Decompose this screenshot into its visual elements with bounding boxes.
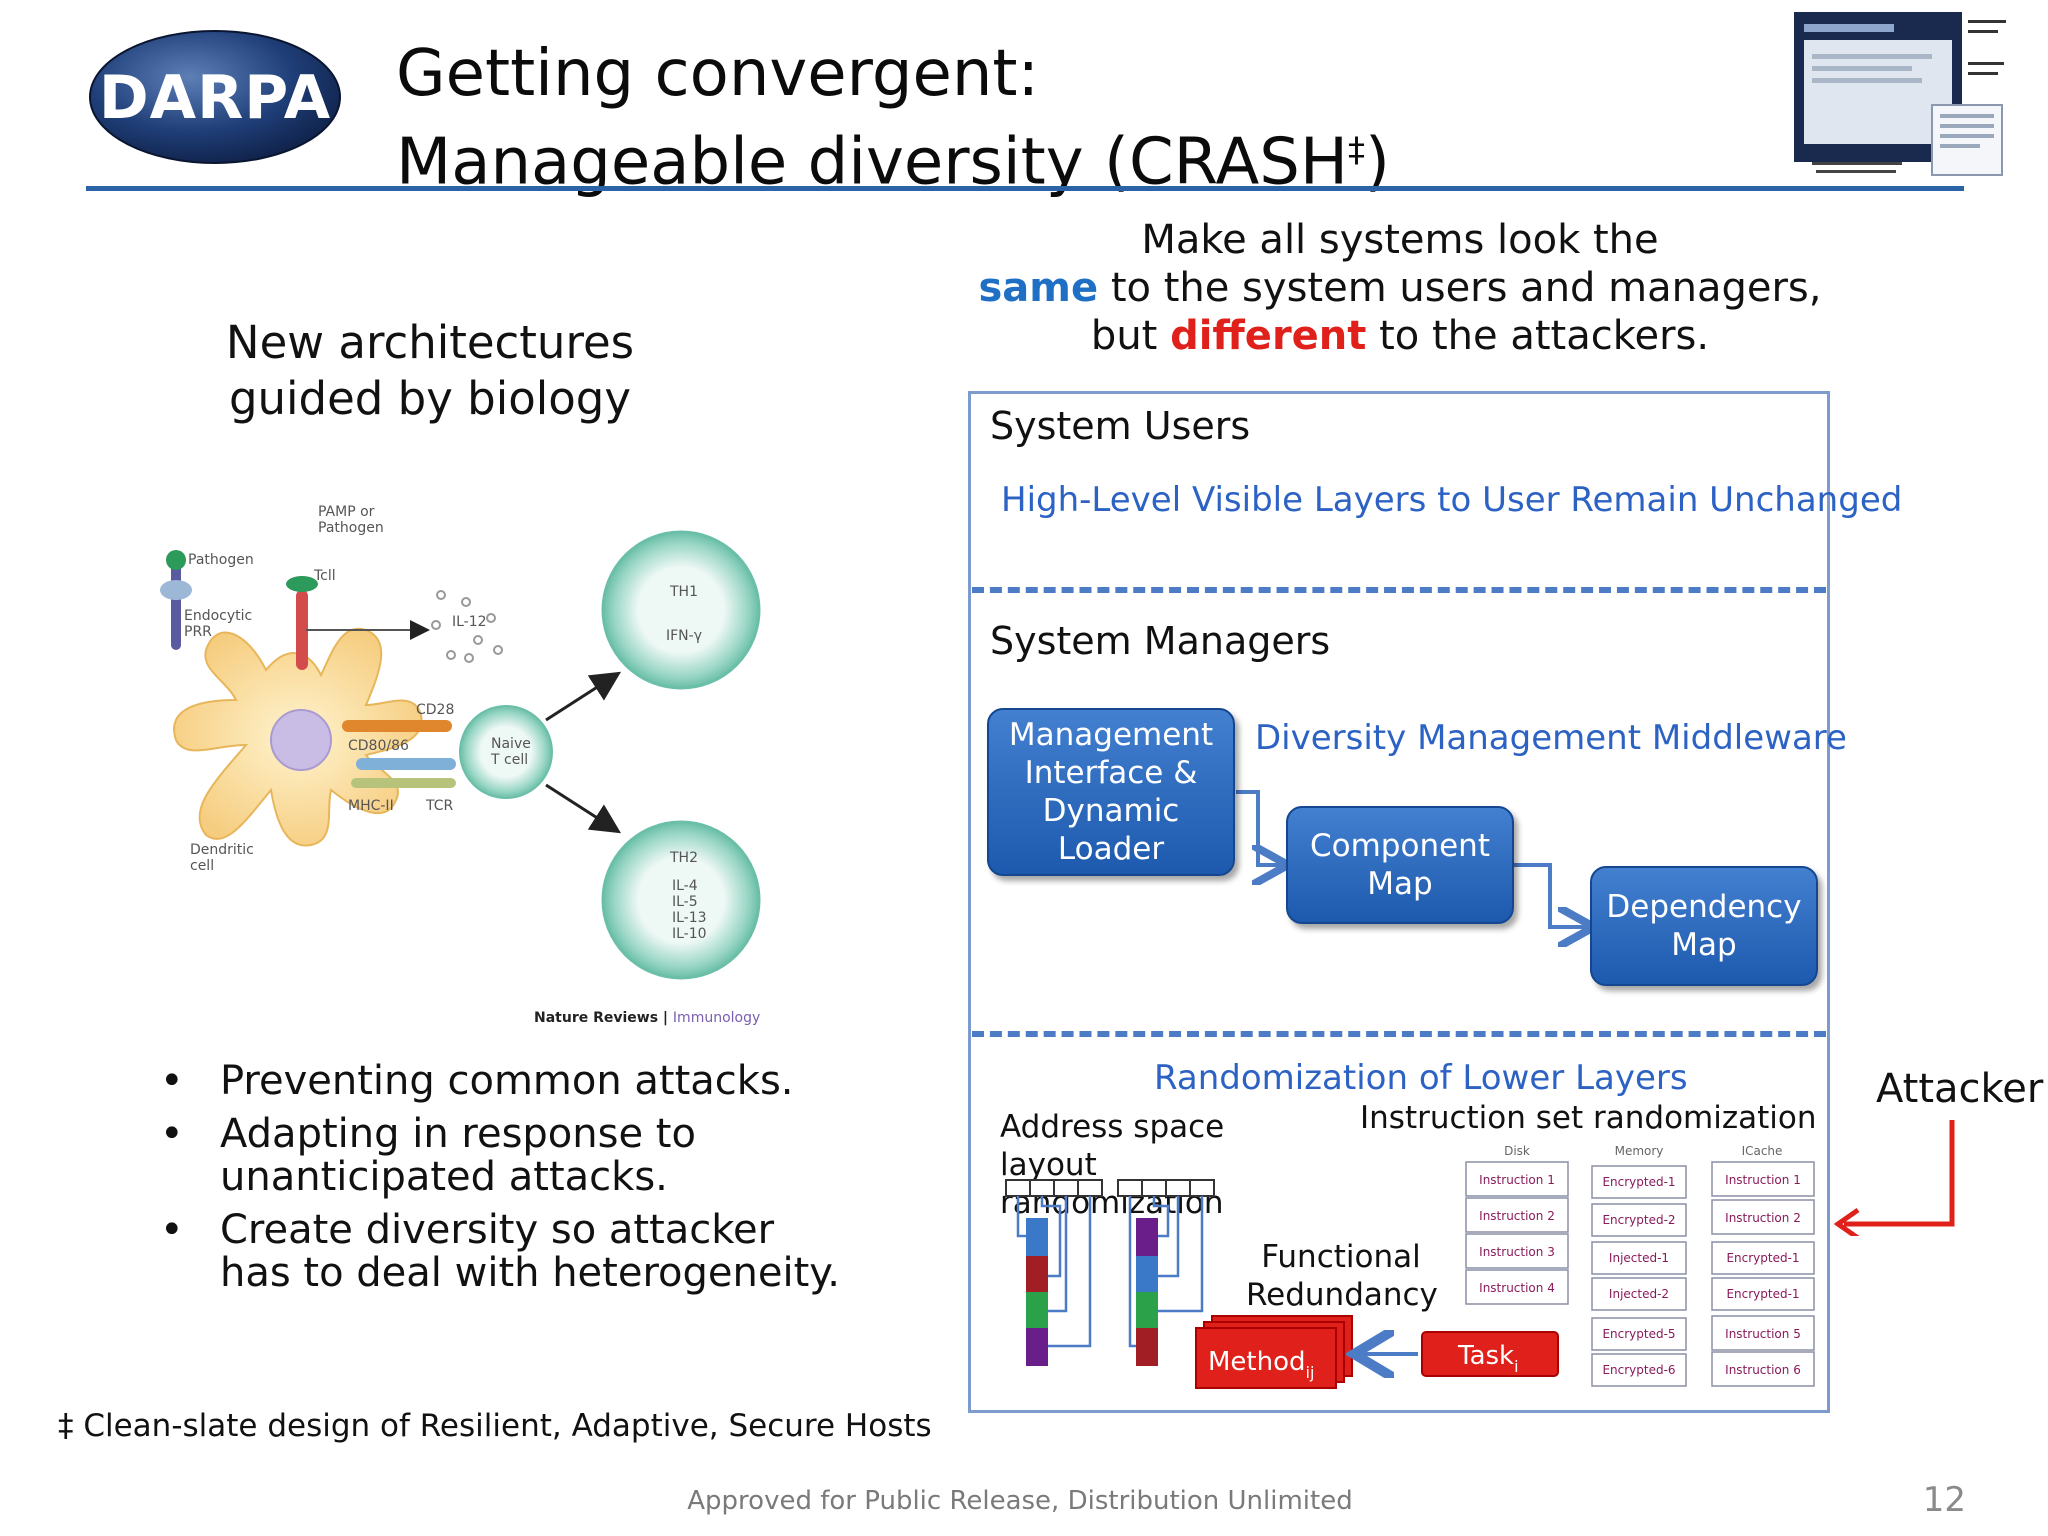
svg-text:Pathogen: Pathogen bbox=[188, 552, 254, 568]
svg-text:Instruction 6: Instruction 6 bbox=[1725, 1363, 1801, 1377]
architecture-panel bbox=[968, 391, 1830, 1413]
svg-text:Encrypted-1: Encrypted-1 bbox=[1726, 1287, 1799, 1301]
svg-text:Pathogen: Pathogen bbox=[318, 520, 384, 536]
svg-text:Endocytic: Endocytic bbox=[184, 608, 252, 624]
middleware-label: Diversity Management Middleware bbox=[1255, 718, 1847, 758]
svg-text:cell: cell bbox=[190, 858, 214, 874]
svg-text:Instruction 3: Instruction 3 bbox=[1479, 1245, 1555, 1259]
component-map-box: Component Map bbox=[1286, 806, 1514, 924]
bullet-item: Adapting in response to unanticipated at… bbox=[160, 1113, 840, 1199]
svg-text:IL-5: IL-5 bbox=[672, 894, 698, 910]
svg-text:Injected-1: Injected-1 bbox=[1609, 1251, 1669, 1265]
svg-text:MHC-II: MHC-II bbox=[348, 798, 394, 814]
isr-label: Instruction set randomization bbox=[1360, 1100, 1817, 1136]
dependency-map-box: Dependency Map bbox=[1590, 866, 1818, 986]
header-rule bbox=[86, 186, 1964, 191]
svg-text:Taski: Taski bbox=[1457, 1341, 1519, 1376]
svg-text:Tcll: Tcll bbox=[313, 568, 336, 584]
svg-text:DARPA: DARPA bbox=[99, 63, 331, 133]
system-users-title: System Users bbox=[990, 404, 1251, 448]
svg-text:TH2: TH2 bbox=[669, 850, 698, 866]
tagline: Make all systems look the same to the sy… bbox=[978, 217, 1822, 359]
layer-divider bbox=[972, 1031, 1826, 1037]
svg-text:Instruction 1: Instruction 1 bbox=[1725, 1173, 1801, 1187]
immune-cell-diagram: PAMP or Pathogen Pathogen Tcll Endocytic… bbox=[160, 504, 761, 1026]
method-task-diagram: Methodij Taski bbox=[1195, 1315, 1559, 1389]
svg-text:Injected-2: Injected-2 bbox=[1609, 1287, 1669, 1301]
functional-redundancy-label: Functional Redundancy bbox=[1246, 1239, 1438, 1313]
bullet-list: Preventing common attacks. Adapting in r… bbox=[160, 1060, 840, 1305]
svg-text:Encrypted-2: Encrypted-2 bbox=[1602, 1213, 1675, 1227]
svg-text:CD28: CD28 bbox=[416, 702, 454, 718]
svg-text:IFN-γ: IFN-γ bbox=[666, 628, 702, 644]
layer-divider bbox=[972, 587, 1826, 593]
svg-text:Encrypted-6: Encrypted-6 bbox=[1602, 1363, 1675, 1377]
darpa-logo: DARPA bbox=[89, 30, 341, 164]
users-subtitle: High-Level Visible Layers to User Remain… bbox=[1001, 480, 1903, 520]
svg-text:Encrypted-5: Encrypted-5 bbox=[1602, 1327, 1675, 1341]
system-managers-title: System Managers bbox=[990, 619, 1331, 663]
bullet-item: Preventing common attacks. bbox=[160, 1060, 840, 1104]
release-statement: Approved for Public Release, Distributio… bbox=[687, 1486, 1353, 1516]
biology-heading: New architectures guided by biology bbox=[225, 316, 635, 425]
svg-text:Disk: Disk bbox=[1504, 1144, 1530, 1158]
svg-text:Dendritic: Dendritic bbox=[190, 842, 254, 858]
management-interface-box: Management Interface & Dynamic Loader bbox=[987, 708, 1235, 876]
svg-text:Memory: Memory bbox=[1615, 1144, 1664, 1158]
lower-layers-title: Randomization of Lower Layers bbox=[1154, 1058, 1688, 1098]
bullet-item: Create diversity so attacker has to deal… bbox=[160, 1209, 840, 1295]
svg-text:Instruction 5: Instruction 5 bbox=[1725, 1327, 1801, 1341]
svg-text:IL-10: IL-10 bbox=[672, 926, 707, 942]
svg-text:CD80/86: CD80/86 bbox=[348, 738, 409, 754]
svg-text:Instruction 2: Instruction 2 bbox=[1725, 1211, 1801, 1225]
isr-table: Disk Memory ICache Instruction 1 Instruc… bbox=[1465, 1144, 1815, 1387]
connector-arrows bbox=[1236, 790, 1830, 1412]
svg-text:T cell: T cell bbox=[490, 752, 528, 768]
page-title-line1: Getting convergent: bbox=[396, 37, 1040, 111]
svg-text:Encrypted-1: Encrypted-1 bbox=[1602, 1175, 1675, 1189]
svg-text:IL-12: IL-12 bbox=[452, 614, 487, 630]
footnote: ‡ Clean-slate design of Resilient, Adapt… bbox=[58, 1408, 932, 1444]
svg-text:TCR: TCR bbox=[425, 798, 454, 814]
svg-text:IL-4: IL-4 bbox=[672, 878, 698, 894]
attacker-label: Attacker bbox=[1876, 1066, 2044, 1112]
svg-text:PRR: PRR bbox=[184, 624, 212, 640]
svg-text:Instruction 4: Instruction 4 bbox=[1479, 1281, 1555, 1295]
svg-text:TH1: TH1 bbox=[669, 584, 698, 600]
svg-text:Encrypted-1: Encrypted-1 bbox=[1726, 1251, 1799, 1265]
aslr-memory-diagram bbox=[1005, 1179, 1215, 1366]
page-number: 12 bbox=[1922, 1480, 1966, 1520]
svg-text:Naive: Naive bbox=[491, 736, 531, 752]
svg-text:Methodij: Methodij bbox=[1208, 1347, 1314, 1382]
svg-text:Instruction 1: Instruction 1 bbox=[1479, 1173, 1555, 1187]
svg-text:Nature Reviews | Immunology: Nature Reviews | Immunology bbox=[534, 1010, 760, 1026]
thumbnail-image bbox=[1792, 10, 2010, 178]
attacker-arrow bbox=[1833, 1120, 1955, 1236]
svg-text:IL-13: IL-13 bbox=[672, 910, 707, 926]
aslr-label: Address space layout randomization bbox=[1000, 1109, 1225, 1221]
svg-text:PAMP or: PAMP or bbox=[318, 504, 375, 520]
svg-text:Instruction 2: Instruction 2 bbox=[1479, 1209, 1555, 1223]
svg-text:ICache: ICache bbox=[1742, 1144, 1783, 1158]
